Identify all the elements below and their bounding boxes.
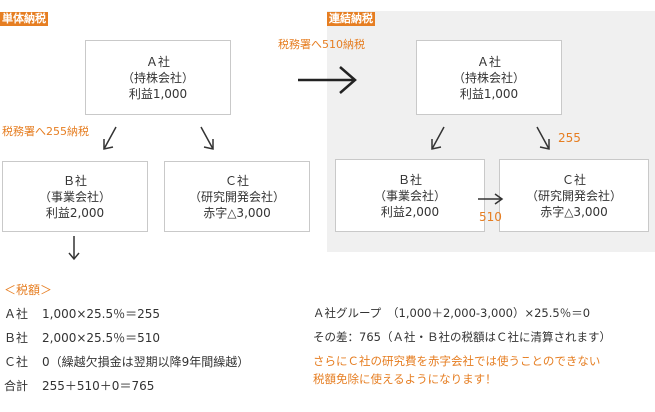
note-line-2: 税額免除に使えるようになります！ [313, 372, 497, 386]
tax-line-b-value: 2,000×25.5％＝510 [42, 331, 161, 345]
right-company-c-name: Ｃ社 [561, 172, 586, 187]
right-company-b-box: Ｂ社 （事業会社） 利益2,000 [335, 159, 485, 232]
left-company-c-profit: 赤字△3,000 [203, 205, 271, 220]
left-tax-note: 税務署へ255納税 [2, 125, 89, 138]
left-company-a-profit: 利益1,000 [128, 86, 188, 101]
tag-single-tax: 単体納税 [0, 12, 48, 26]
note-line-1: さらにＣ社の研究費を赤字会社では使うことのできない [313, 354, 601, 368]
tax-line-b-key: Ｂ社 [4, 331, 29, 345]
right-company-a-name: Ａ社 [476, 54, 501, 69]
left-company-a-role: （持株会社） [121, 70, 194, 85]
left-company-b-name: Ｂ社 [62, 173, 87, 188]
big-right-arrow [298, 66, 357, 94]
left-company-c-name: Ｃ社 [224, 173, 249, 188]
tax-line-c-value: 0（繰越欠損金は翌期以降9年間繰越） [42, 355, 250, 369]
arrow-a-to-c-right [536, 126, 550, 150]
tax-line-total: 合計 255＋510＋0＝765 [4, 377, 154, 394]
tax-line-c-key: Ｃ社 [4, 355, 29, 369]
right-flow-a-to-c: 255 [558, 131, 581, 145]
left-company-c-role: （研究開発会社） [188, 189, 285, 204]
tax-line-a-value: 1,000×25.5％＝255 [42, 307, 161, 321]
tax-heading: ＜税額＞ [4, 283, 53, 297]
tax-line-b: Ｂ社 2,000×25.5％＝510 [4, 329, 160, 346]
right-flow-b-to-c: 510 [479, 210, 502, 224]
tax-line-a: Ａ社 1,000×25.5％＝255 [4, 305, 160, 322]
right-company-c-box: Ｃ社 （研究開発会社） 赤字△3,000 [499, 159, 649, 232]
right-company-b-name: Ｂ社 [397, 172, 422, 187]
right-company-b-profit: 利益2,000 [380, 204, 440, 219]
arrow-a-to-b-right [431, 126, 445, 150]
right-company-a-profit: 利益1,000 [459, 86, 519, 101]
tax-line-a-key: Ａ社 [4, 307, 29, 321]
right-company-a-role: （持株会社） [452, 70, 525, 85]
arrow-a-to-b-left [103, 126, 117, 150]
right-company-a-box: Ａ社 （持株会社） 利益1,000 [416, 40, 562, 115]
left-company-c-box: Ｃ社 （研究開発会社） 赤字△3,000 [164, 161, 310, 232]
right-company-c-role: （研究開発会社） [525, 188, 622, 203]
left-company-b-box: Ｂ社 （事業会社） 利益2,000 [2, 161, 148, 232]
right-company-c-profit: 赤字△3,000 [540, 204, 608, 219]
tax-line-c: Ｃ社 0（繰越欠損金は翌期以降9年間繰越） [4, 353, 249, 370]
left-company-a-box: Ａ社 （持株会社） 利益1,000 [85, 40, 231, 115]
difference-line: その差：765（Ａ社・Ｂ社の税額はＣ社に清算されます） [313, 330, 611, 344]
group-tax-line: Ａ社グループ （1,000＋2,000-3,000）×25.5％＝0 [313, 306, 591, 320]
center-tax-note: 税務署へ510納税 [278, 38, 365, 51]
arrow-b-down-left [68, 236, 80, 261]
tag-consolidated-tax: 連結納税 [327, 12, 375, 26]
arrow-b-to-c-right [478, 193, 504, 205]
left-company-a-name: Ａ社 [145, 54, 170, 69]
arrow-a-to-c-left [200, 126, 214, 150]
tax-line-total-key: 合計 [4, 379, 29, 393]
left-company-b-profit: 利益2,000 [45, 205, 105, 220]
left-company-b-role: （事業会社） [38, 189, 111, 204]
tax-line-total-value: 255＋510＋0＝765 [42, 379, 155, 393]
right-company-b-role: （事業会社） [373, 188, 446, 203]
